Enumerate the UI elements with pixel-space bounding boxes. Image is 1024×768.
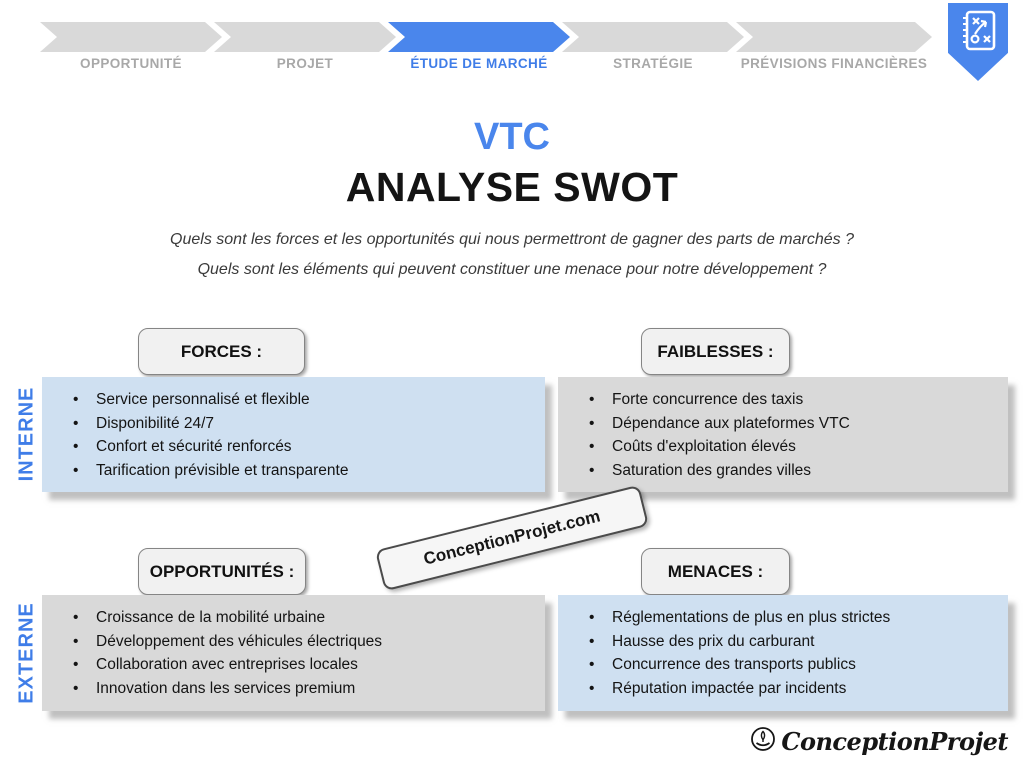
- process-step-opportunite: [40, 22, 222, 52]
- opportunites-header: OPPORTUNITÉS :: [138, 548, 306, 595]
- bookmark-ribbon: [948, 3, 1008, 81]
- list-item: Service personnalisé et flexible: [42, 388, 545, 412]
- opportunites-box: Croissance de la mobilité urbaine Dévelo…: [42, 595, 545, 711]
- list-item: Hausse des prix du carburant: [558, 630, 1008, 654]
- process-step-projet: [214, 22, 396, 52]
- list-item: Réglementations de plus en plus strictes: [558, 606, 1008, 630]
- list-item: Dépendance aux plateformes VTC: [558, 412, 1008, 436]
- hand-holding-rocket-icon: [750, 726, 776, 757]
- list-item: Coûts d'exploitation élevés: [558, 435, 1008, 459]
- process-step-label: STRATÉGIE: [613, 56, 693, 71]
- list-item: Saturation des grandes villes: [558, 459, 1008, 483]
- list-item: Tarification prévisible et transparente: [42, 459, 545, 483]
- list-item: Concurrence des transports publics: [558, 653, 1008, 677]
- list-item: Disponibilité 24/7: [42, 412, 545, 436]
- process-step-label: OPPORTUNITÉ: [80, 56, 182, 71]
- axis-label-externe: EXTERNE: [15, 602, 38, 704]
- process-step-label: PROJET: [276, 56, 334, 71]
- forces-list: Service personnalisé et flexible Disponi…: [42, 377, 545, 482]
- list-item: Forte concurrence des taxis: [558, 388, 1008, 412]
- faiblesses-list: Forte concurrence des taxis Dépendance a…: [558, 377, 1008, 482]
- project-title: VTC: [474, 116, 550, 158]
- list-item: Collaboration avec entreprises locales: [42, 653, 545, 677]
- menaces-list: Réglementations de plus en plus strictes…: [558, 595, 1008, 700]
- faiblesses-box: Forte concurrence des taxis Dépendance a…: [558, 377, 1008, 492]
- forces-header: FORCES :: [138, 328, 305, 375]
- page-title: ANALYSE SWOT: [345, 164, 679, 210]
- process-step-label-active: ÉTUDE DE MARCHÉ: [410, 56, 548, 71]
- process-step-label: PRÉVISIONS FINANCIÈRES: [740, 56, 928, 71]
- subtitle-question-1: Quels sont les forces et les opportunité…: [170, 231, 854, 248]
- subtitle-question-2: Quels sont les éléments qui peuvent cons…: [197, 261, 827, 278]
- process-step-strategie: [562, 22, 744, 52]
- list-item: Confort et sécurité renforcés: [42, 435, 545, 459]
- footer-brand-text: ConceptionProjet: [781, 727, 1008, 756]
- list-item: Réputation impactée par incidents: [558, 677, 1008, 701]
- menaces-header: MENACES :: [641, 548, 790, 595]
- strategy-playbook-icon: [959, 3, 997, 81]
- process-step-etude-de-marche-active: [388, 22, 570, 52]
- footer-brand: ConceptionProjet: [750, 726, 1008, 757]
- forces-box: Service personnalisé et flexible Disponi…: [42, 377, 545, 492]
- list-item: Développement des véhicules électriques: [42, 630, 545, 654]
- process-step-previsions: [736, 22, 932, 52]
- list-item: Croissance de la mobilité urbaine: [42, 606, 545, 630]
- axis-label-interne: INTERNE: [15, 386, 38, 482]
- list-item: Innovation dans les services premium: [42, 677, 545, 701]
- menaces-box: Réglementations de plus en plus strictes…: [558, 595, 1008, 711]
- faiblesses-header: FAIBLESSES :: [641, 328, 790, 375]
- watermark-badge: ConceptionProjet.com: [374, 484, 650, 592]
- opportunites-list: Croissance de la mobilité urbaine Dévelo…: [42, 595, 545, 700]
